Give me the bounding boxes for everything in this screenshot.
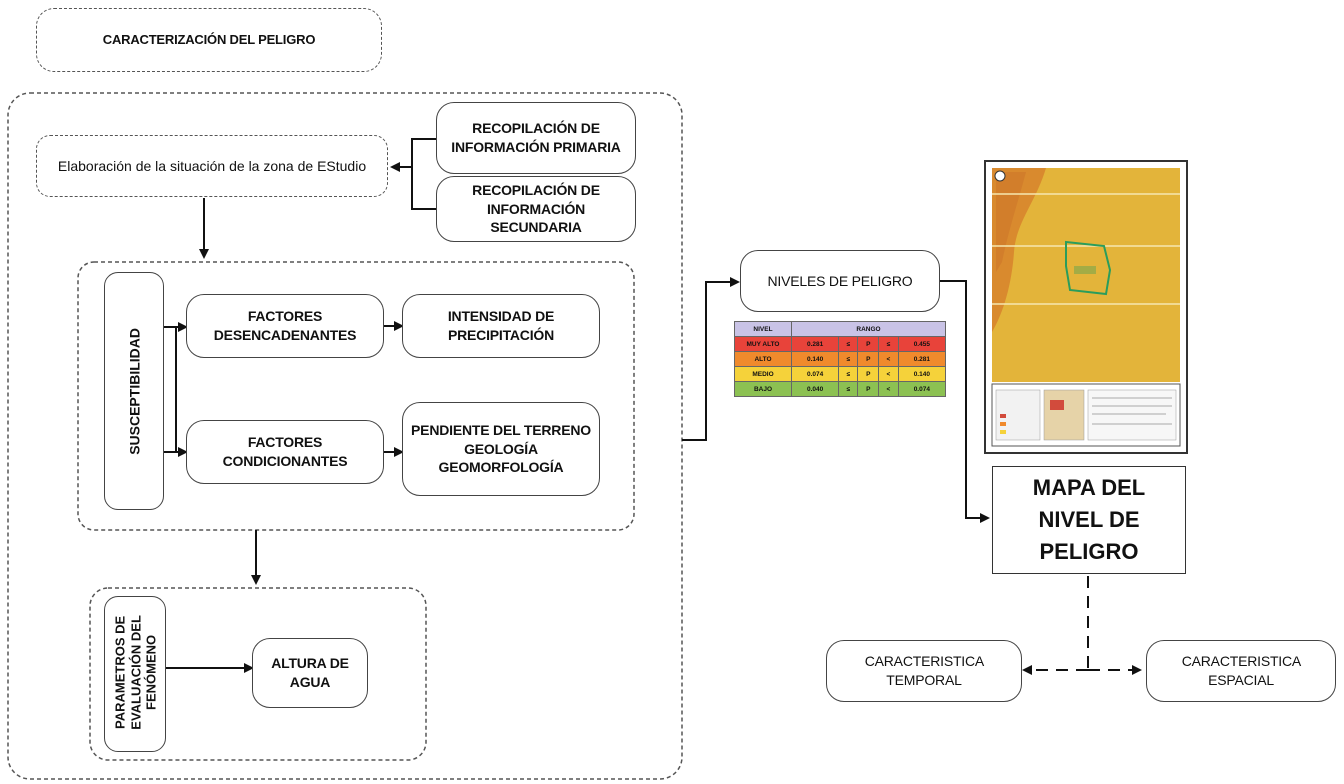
map-image <box>991 168 1181 447</box>
elaboracion-box: Elaboración de la situación de la zona d… <box>36 135 388 197</box>
rango-table: NIVEL RANGO MUY ALTO 0.281 ≤ P ≤ 0.455 A… <box>734 321 947 397</box>
geologia-line: GEOLOGÍA <box>464 440 538 457</box>
geomorfologia-line: GEOMORFOLOGÍA <box>438 459 564 476</box>
recopilacion-secundaria-box: RECOPILACIÓN DE INFORMACIÓN SECUNDARIA <box>436 176 636 242</box>
main-container <box>7 92 683 780</box>
table-header: NIVEL RANGO <box>734 321 946 337</box>
caracteristica-espacial-box: CARACTERISTICA ESPACIAL <box>1146 640 1336 702</box>
recopilacion-primaria-box: RECOPILACIÓN DE INFORMACIÓN PRIMARIA <box>436 102 636 174</box>
parametros-label: PARAMETROS DE EVALUACIÓN DEL FENÓMENO <box>112 615 159 730</box>
diagram-title: CARACTERIZACIÓN DEL PELIGRO <box>36 8 382 72</box>
susceptibility-container <box>77 261 635 531</box>
table-row: BAJO 0.040 ≤ P < 0.074 <box>734 381 947 397</box>
intensidad-precipitacion-box: INTENSIDAD DE PRECIPITACIÓN <box>402 294 600 358</box>
parametros-box: PARAMETROS DE EVALUACIÓN DEL FENÓMENO <box>104 596 166 752</box>
table-row: MUY ALTO 0.281 ≤ P ≤ 0.455 <box>734 336 947 352</box>
header-nivel: NIVEL <box>734 321 792 337</box>
mapa-nivel-peligro-box: MAPA DEL NIVEL DE PELIGRO <box>992 466 1186 574</box>
caracteristica-temporal-box: CARACTERISTICA TEMPORAL <box>826 640 1022 702</box>
susceptibilidad-box: SUSCEPTIBILIDAD <box>104 272 164 510</box>
hazard-map-thumbnail <box>984 160 1188 454</box>
table-row: MEDIO 0.074 ≤ P < 0.140 <box>734 366 947 382</box>
pendiente-geologia-box: PENDIENTE DEL TERRENO GEOLOGÍA GEOMORFOL… <box>402 402 600 496</box>
niveles-peligro-box: NIVELES DE PELIGRO <box>740 250 940 312</box>
table-row: ALTO 0.140 ≤ P < 0.281 <box>734 351 947 367</box>
pendiente-line: PENDIENTE DEL TERRENO <box>411 421 591 438</box>
header-rango: RANGO <box>791 321 946 337</box>
factores-desencadenantes-box: FACTORES DESENCADENANTES <box>186 294 384 358</box>
factores-condicionantes-box: FACTORES CONDICIONANTES <box>186 420 384 484</box>
altura-agua-box: ALTURA DE AGUA <box>252 638 368 708</box>
parameters-container <box>89 587 427 761</box>
susceptibilidad-label: SUSCEPTIBILIDAD <box>126 328 143 455</box>
